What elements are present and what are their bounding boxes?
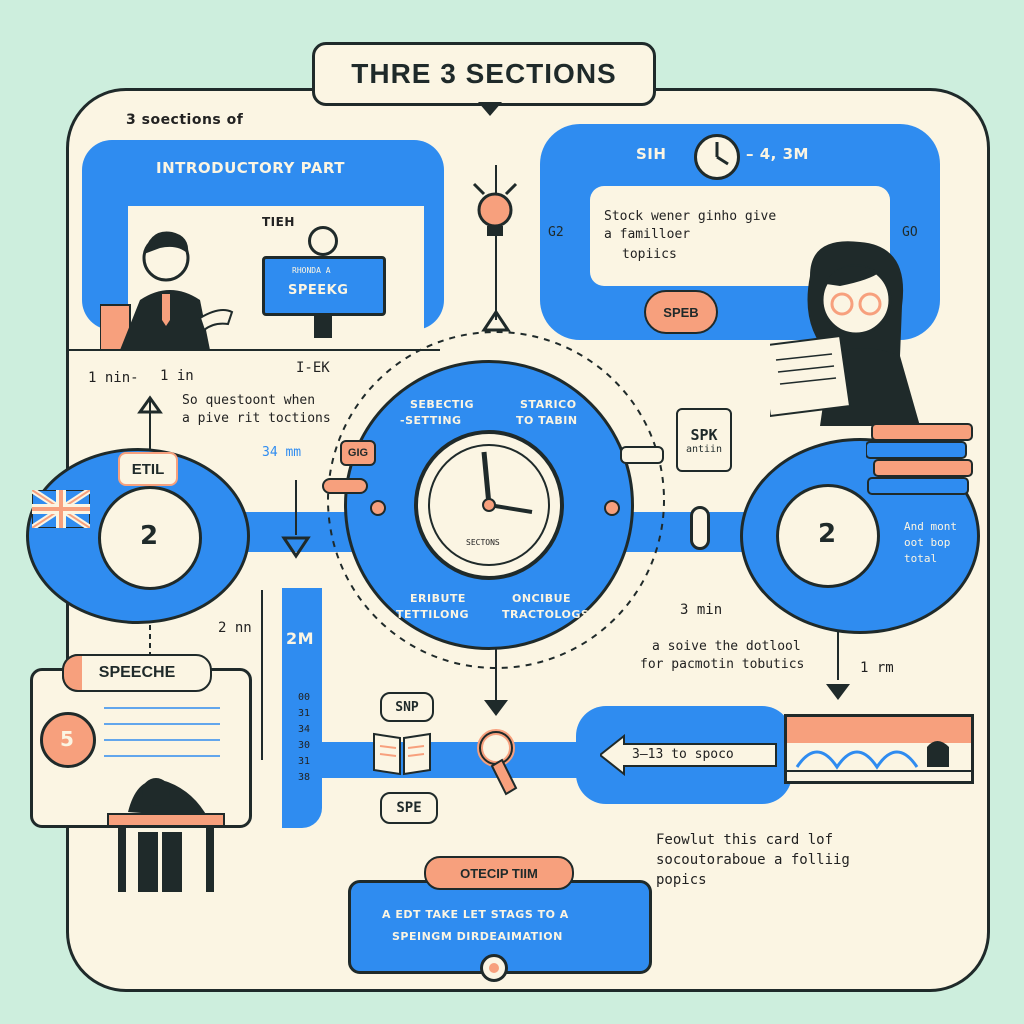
bottom-center-tag-top: SNP (380, 692, 434, 722)
bottom-right-arrow-label: 3–13 to spoco (632, 747, 734, 762)
top-right-speech-3: topiics (622, 247, 677, 262)
intro-time-left: 1 nin- (88, 370, 139, 386)
teacher-label: TIEH (262, 215, 295, 229)
bottom-left-tag: SPEECHE (62, 654, 212, 692)
intro-time-right: I-EK (296, 360, 330, 376)
right-node-time-2: 1 rm (860, 660, 894, 676)
footer-line-2: SPEINGM DIRDEAIMATION (392, 930, 563, 943)
top-right-left-mark: G2 (548, 225, 564, 240)
right-node-caption-2: for pacmotin tobutics (640, 657, 805, 672)
column-value: 34 (298, 724, 311, 735)
screen-small: RHONDA A (292, 266, 331, 275)
spk-label: SPK (690, 425, 718, 444)
bottom-right-picture-band (787, 717, 971, 743)
center-left-pin-icon (370, 500, 386, 516)
screen-stand (314, 316, 332, 338)
center-seg-top-left-1: SEBECTIG (410, 398, 475, 411)
bottom-left-column (282, 588, 322, 828)
bottom-right-caption-2: socoutoraboue a folliig (656, 852, 850, 868)
center-clock-hands-icon (481, 451, 533, 514)
intro-caption-1: So questoont when (182, 393, 316, 408)
bottom-right-caption-1: Feowlut this card lof (656, 832, 834, 848)
lightbulb-icon (472, 182, 518, 236)
center-seg-bot-left-1: ERIBUTE (410, 592, 466, 605)
top-right-right-mark: GO (902, 225, 918, 240)
center-right-pill (620, 446, 664, 464)
left-node-face (98, 486, 202, 590)
screen-monitor (262, 256, 386, 316)
intro-banner: INTRODUCTORY PART (156, 159, 345, 177)
right-node-side-3: total (904, 552, 938, 565)
right-node-time: 3 min (680, 602, 723, 618)
column-value: 00 (298, 692, 311, 703)
right-node-number: 2 (818, 519, 837, 549)
intro-arrow-time: 34 mm (262, 445, 302, 460)
bottom-left-column-head: 2M (286, 629, 315, 648)
bottom-left-tag-accent (62, 654, 82, 692)
bottom-left-lines (104, 707, 220, 757)
right-node-caption-1: a soive the dotlool (652, 639, 801, 654)
bottom-left-column-values: 00 31 34 30 31 38 (298, 690, 310, 786)
reader-illustration (770, 241, 920, 426)
column-value: 31 (298, 708, 311, 719)
top-right-time-a: SIH (636, 145, 667, 163)
footer-dot-inner (489, 963, 499, 973)
bottom-left-number-badge (40, 712, 96, 768)
right-node-side-1: And mont (904, 520, 957, 533)
clock-hands-icon (715, 142, 729, 166)
screen-label: SPEEKG (288, 283, 349, 298)
footer-tag: OTECIP TIIM (424, 856, 574, 890)
center-right-pin-icon (604, 500, 620, 516)
title-pointer (478, 102, 502, 116)
student-desk-illustration (107, 778, 225, 892)
right-node-face (776, 484, 880, 588)
bottom-right-caption-3: popics (656, 872, 707, 888)
footer-line-1: A EDT TAKE LET STAGS TO A (382, 908, 569, 921)
bridge-illustration (787, 741, 971, 772)
left-node-time: 2 nn (218, 620, 252, 636)
spk-sub: antiin (685, 443, 723, 455)
screen-figure-head (308, 226, 338, 256)
center-seg-bot-right-2: TRACTOLOGS (502, 608, 590, 621)
center-clock-label: SECTONS (466, 538, 500, 547)
column-value: 31 (298, 756, 311, 767)
bottom-left-number: 5 (60, 727, 75, 751)
intro-subtitle: 3 soections of (126, 112, 244, 128)
center-left-tag: GIG (340, 440, 376, 466)
teacher-illustration (100, 231, 234, 350)
bottom-right-picture (784, 714, 974, 784)
bottom-right-arrow-shape (600, 734, 777, 776)
center-seg-top-right-1: STARICO (520, 398, 577, 411)
open-book-icon (373, 732, 431, 776)
center-seg-bot-left-2: TETTILONG (396, 608, 470, 621)
center-clock-inner (428, 444, 550, 566)
center-left-pill (322, 478, 368, 494)
column-value: 38 (298, 772, 311, 783)
right-link-capsule (690, 506, 710, 550)
magnifier-icon (477, 729, 518, 796)
center-seg-top-left-2: -SETTING (400, 414, 462, 427)
intro-time-mid: 1 in (160, 368, 194, 384)
left-node-number: 2 (140, 521, 159, 551)
right-node-side-2: oot bop (904, 536, 951, 549)
books-stack-icon (866, 423, 973, 495)
top-right-time-b: – 4, 3M (746, 145, 809, 163)
spk-box: SPK antiin (676, 408, 732, 472)
page-title: THRE 3 SECTIONS (312, 42, 656, 106)
uk-flag-icon (32, 490, 90, 528)
center-seg-bot-right-1: ONCIBUE (512, 592, 572, 605)
top-right-bubble: SPEB (644, 290, 718, 334)
top-right-speech-2: a familloer (604, 227, 691, 242)
intro-caption-2: a pive rit toctions (182, 411, 331, 426)
left-node-tag: ETIL (118, 452, 178, 486)
bottom-center-tag-bottom: SPE (380, 792, 438, 824)
top-right-speech-1: Stock wener ginho give (604, 209, 777, 224)
column-value: 30 (298, 740, 311, 751)
center-seg-top-right-2: TO TABIN (516, 414, 578, 427)
